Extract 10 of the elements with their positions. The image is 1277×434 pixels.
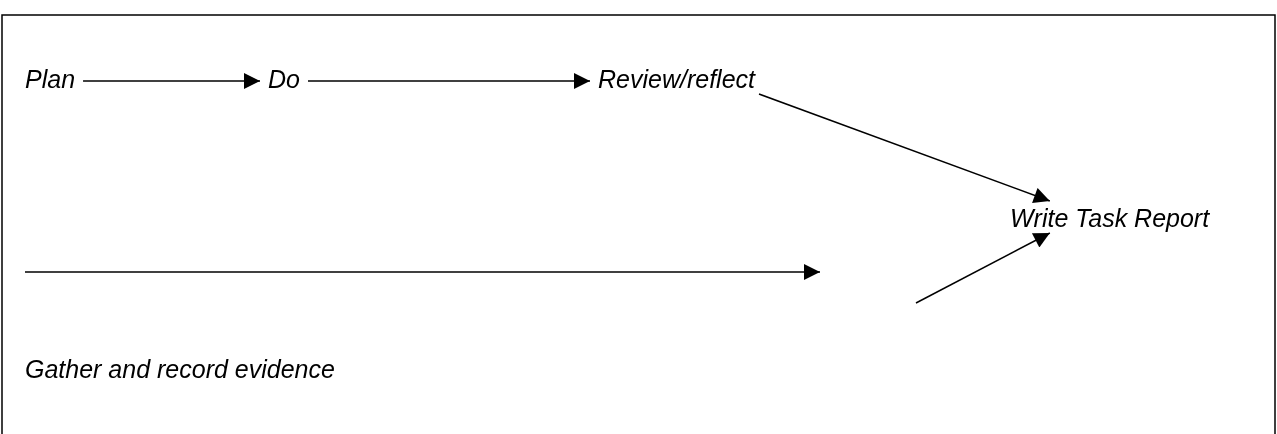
step-label: Gather and record evidence	[25, 354, 335, 384]
step-label: Do	[268, 64, 300, 94]
arrow	[24, 264, 821, 280]
arrow	[307, 73, 591, 89]
arrow	[758, 93, 1051, 203]
step-label: Plan	[25, 64, 76, 94]
arrow	[915, 232, 1051, 304]
step-label: Write Task Report	[1010, 203, 1210, 233]
step-label: Review/reflect	[598, 64, 755, 94]
arrow	[82, 73, 261, 89]
